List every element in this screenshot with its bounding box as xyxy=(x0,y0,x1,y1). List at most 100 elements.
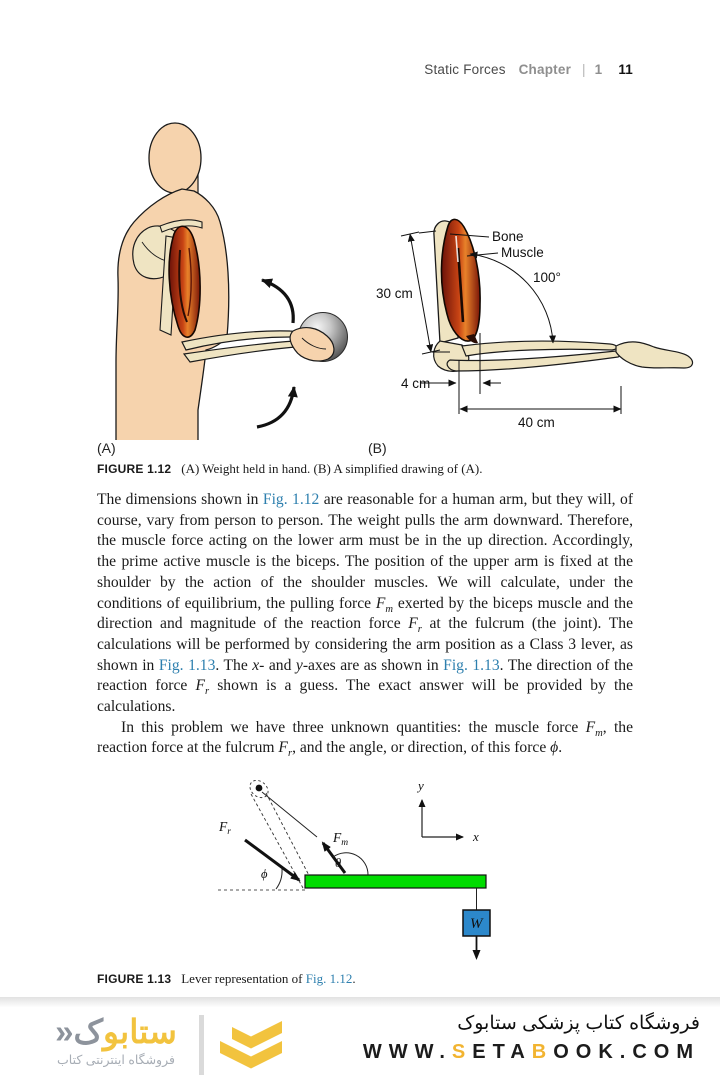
figure-reference-link[interactable]: Fig. 1.13 xyxy=(443,656,500,674)
upper-arm-bone xyxy=(433,220,459,344)
muscle-highlight xyxy=(455,235,459,263)
url-part-yellow-b: B xyxy=(531,1041,554,1063)
muscle-action-line xyxy=(261,791,318,838)
body-text: The dimensions shown in Fig. 1.12 are re… xyxy=(97,490,633,759)
muscle-force-label: Fm xyxy=(332,830,348,848)
shoulder-dashed-outline xyxy=(249,779,269,799)
attachment-offset-label: 4 cm xyxy=(401,376,430,391)
figure-reference-link[interactable]: Fig. 1.12 xyxy=(262,491,320,508)
rotation-arrow-lower-icon xyxy=(256,386,298,429)
x-axis-label: x xyxy=(472,829,479,844)
scapula-bone xyxy=(132,225,186,280)
figure-1-12-caption: FIGURE 1.12 (A) Weight held in hand. (B) … xyxy=(97,461,637,477)
url-part: WWW. xyxy=(362,1041,452,1063)
lever-bar xyxy=(304,874,487,889)
muscle-streak-2 xyxy=(187,247,192,317)
figure-1-12-caption-label: FIGURE 1.12 xyxy=(97,462,172,476)
math-symbol: Fm xyxy=(585,718,603,739)
logotype-gray-part: ک xyxy=(73,1013,103,1050)
panel-a-label: (A) xyxy=(97,440,116,456)
footer-shadow-strip xyxy=(0,997,720,1007)
ulna-bone xyxy=(182,340,301,363)
url-part-yellow-s: S xyxy=(451,1041,473,1063)
store-title: فروشگاه کتاب پزشکی ستابوک xyxy=(457,1013,700,1034)
figure-1-13-caption-text: Lever representation of Fig. 1.12. xyxy=(181,971,356,986)
muscle-pointer-line xyxy=(466,252,499,257)
chapter-word: Chapter xyxy=(518,62,572,77)
clavicle-bone xyxy=(159,219,203,233)
bone-pointer-line xyxy=(449,233,490,238)
header-separator: | xyxy=(581,62,586,77)
dim-30-tick-bottom xyxy=(421,349,441,355)
theta-label: θ xyxy=(335,856,341,870)
url-part: OOK.COM xyxy=(553,1041,700,1063)
muscle-tendon xyxy=(466,334,478,344)
math-symbol: Fm xyxy=(375,594,394,615)
figure-reference-link[interactable]: Fig. 1.12 xyxy=(305,971,353,986)
running-head: Static Forces Chapter | 1 11 xyxy=(424,62,633,77)
muscle-force-arrow xyxy=(321,841,347,874)
url-part: ETA xyxy=(472,1041,532,1063)
footer: ستابوک« فروشگاه اینترنتی کتاب فروشگاه کت… xyxy=(0,1007,720,1080)
math-symbol: Fr xyxy=(278,739,293,760)
biceps-muscle-simplified xyxy=(440,218,481,342)
paragraph-1: The dimensions shown in Fig. 1.12 are re… xyxy=(97,491,634,716)
weight-box xyxy=(462,909,491,937)
phi-angle-arc xyxy=(275,868,283,890)
weight-label: W xyxy=(470,916,484,932)
elbow-angle-label: 100° xyxy=(533,270,561,285)
setabook-logo[interactable]: ستابوک« فروشگاه اینترنتی کتاب xyxy=(36,1015,196,1068)
neck xyxy=(175,171,199,203)
elbow-joint xyxy=(433,340,470,372)
shoulder-pivot-dot xyxy=(255,784,263,792)
store-info: فروشگاه کتاب پزشکی ستابوک WWW.SETABOOK.C… xyxy=(363,1011,700,1064)
head xyxy=(148,122,202,194)
store-url[interactable]: WWW.SETABOOK.COM xyxy=(363,1041,700,1064)
math-symbol: Fr xyxy=(195,677,210,698)
radius-bone xyxy=(181,330,296,351)
dim-30-tick-top xyxy=(400,231,420,237)
theta-angle-arc xyxy=(332,852,369,876)
logo-divider xyxy=(199,1015,204,1075)
hand xyxy=(289,326,335,362)
paragraph-2: In this problem we have three unknown qu… xyxy=(97,718,633,760)
figure-1-13-diagram: Fm Fr θ ϕ y x W xyxy=(218,778,491,960)
figure-1-13-caption-label: FIGURE 1.13 xyxy=(97,972,172,986)
emblem-chevron-bottom xyxy=(220,1041,282,1069)
figure-1-12-panel-a-illustration xyxy=(115,122,348,440)
chapter-number: 1 xyxy=(594,62,603,77)
biceps-muscle xyxy=(168,225,201,338)
upper-arm-dashed-left xyxy=(250,793,304,889)
forearm-bone-upper xyxy=(461,340,618,357)
upper-arm-dashed-right xyxy=(265,792,315,886)
figure-reference-link[interactable]: Fig. 1.13 xyxy=(158,656,216,674)
figure-1-12-panel-b-diagram: Bone Muscle 100° 30 cm 4 cm 40 cm xyxy=(376,218,694,430)
phi-label: ϕ xyxy=(261,867,268,881)
math-symbol: ϕ xyxy=(550,739,559,757)
scapula-detail-line xyxy=(141,241,175,263)
forearm-bone-lower xyxy=(446,350,623,372)
reaction-force-arrow xyxy=(244,838,301,882)
math-symbol: y xyxy=(295,656,303,674)
emblem-chevron-top xyxy=(232,1021,282,1049)
section-title: Static Forces xyxy=(424,62,506,77)
math-symbol: x xyxy=(252,656,260,674)
bone-label: Bone xyxy=(492,229,524,244)
muscle-streak xyxy=(178,249,188,323)
setabook-logotype: ستابوک« xyxy=(36,1015,196,1049)
math-symbol: Fr xyxy=(408,615,422,636)
muscle-label: Muscle xyxy=(501,245,544,260)
hand-simplified xyxy=(615,341,694,369)
reaction-force-label: Fr xyxy=(218,819,231,837)
logotype-chevron-icon: « xyxy=(55,1013,74,1050)
muscle-center-slit xyxy=(456,247,465,323)
figure-1-13-caption: FIGURE 1.13 Lever representation of Fig. … xyxy=(97,971,637,987)
dim-30-line xyxy=(407,233,434,353)
dim-30-extension-top xyxy=(418,230,437,234)
upper-arm-length-label: 30 cm xyxy=(376,286,413,301)
weight-ball xyxy=(298,312,348,362)
figure-1-12-caption-text: (A) Weight held in hand. (B) A simplifie… xyxy=(181,461,483,476)
humerus-bone xyxy=(159,235,178,336)
logo-subtitle: فروشگاه اینترنتی کتاب xyxy=(57,1053,175,1067)
page-number: 11 xyxy=(618,62,633,77)
